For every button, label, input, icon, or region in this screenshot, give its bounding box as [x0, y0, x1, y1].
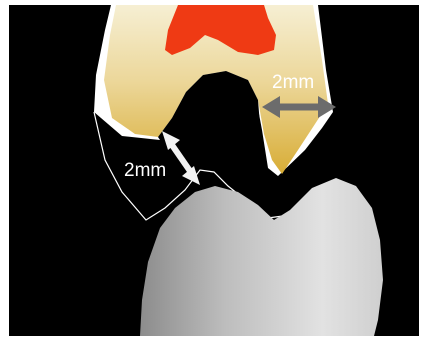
occlusal-clearance-label: 2mm — [124, 160, 166, 181]
axial-clearance-label: 2mm — [272, 72, 314, 93]
